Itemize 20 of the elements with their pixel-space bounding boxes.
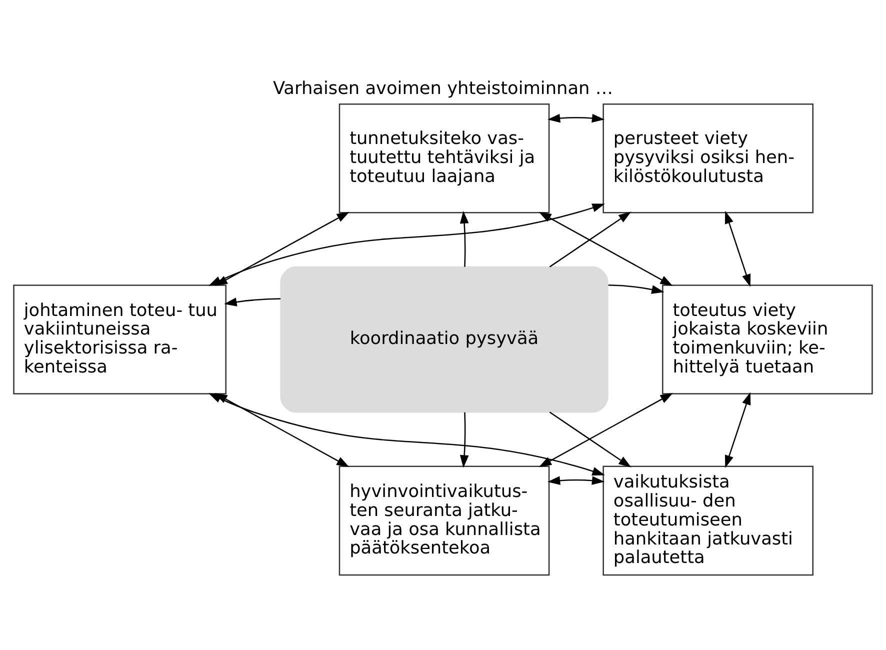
arrow [547, 476, 605, 485]
arrow [724, 210, 751, 287]
node-box: johtaminen toteu- tuu vakiintuneissa ylisektorisissa ra- kenteissa [13, 284, 226, 394]
node-box: hyvinvointivaikutus- ten seuranta jatku- vaa ja osa kunnallista päätöksentekoa [338, 466, 550, 576]
node-box: vaikutuksista osallisuu- den toteutumiseen hankitaan jatkuvasti palautetta [602, 466, 814, 576]
diagram-title: Varhaisen avoimen yhteistoiminnan … [272, 79, 614, 100]
node-box: koordinaatio pysyvää [280, 266, 608, 413]
node-box: toteutus viety jokaista koskeviin toimenkuviin; ke- hittelyä tuetaan [662, 284, 873, 394]
arrow [549, 212, 632, 268]
arrow [549, 412, 632, 468]
node-box: perusteet viety pysyviksi osiksi hen- kilöstökoulutusta [602, 103, 814, 214]
arrow [608, 284, 664, 294]
arrow [538, 392, 673, 468]
arrow [460, 412, 469, 468]
node-box: tunnetuksiteko vas- tuutettu tehtäviksi ja toteutuu laajana [338, 103, 550, 214]
arrow [724, 392, 751, 468]
arrow [538, 212, 673, 286]
arrow [547, 114, 605, 123]
arrow [224, 298, 281, 306]
arrow [460, 210, 469, 267]
